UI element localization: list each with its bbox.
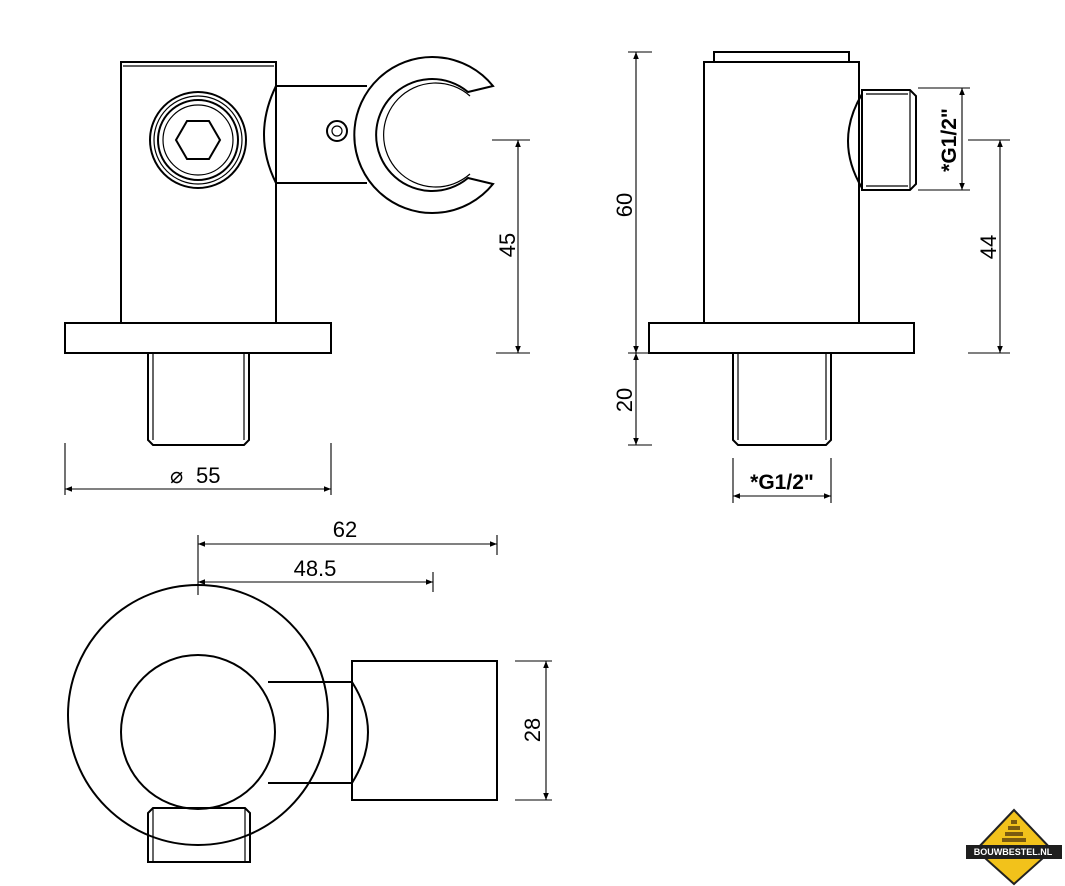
height-60-label: 60 <box>612 193 637 217</box>
diameter-label: 55 <box>196 463 220 488</box>
bouwbestel-logo: BOUWBESTEL.NL <box>966 808 1062 886</box>
outlet-thread <box>861 89 917 191</box>
height-45-label: 45 <box>495 233 520 257</box>
width-28-label: 28 <box>520 718 545 742</box>
base-plate-outline <box>67 584 329 846</box>
svg-text:BOUWBESTEL.NL: BOUWBESTEL.NL <box>974 847 1053 857</box>
length-62-label: 62 <box>333 517 357 542</box>
inlet-thread-label: *G1/2" <box>750 471 814 494</box>
holder-arm <box>263 85 367 184</box>
threaded-stem <box>147 353 250 446</box>
base-plate <box>648 322 915 354</box>
clip-outline <box>351 660 498 801</box>
set-screw <box>326 120 348 142</box>
side-view: 60 20 *G1/2" 44 *G1/2" <box>612 51 1010 503</box>
hex-plug <box>149 91 247 189</box>
outlet-thread <box>147 807 251 863</box>
height-20-label: 20 <box>612 388 637 412</box>
diameter-symbol: ⌀ <box>170 463 183 488</box>
arm-connector <box>268 681 369 784</box>
body-outline <box>120 654 276 810</box>
length-48-5-label: 48.5 <box>294 556 337 581</box>
base-plate <box>64 322 332 354</box>
body <box>120 61 277 324</box>
top-view: 62 48.5 28 <box>67 517 552 863</box>
front-view: ⌀ 55 45 <box>64 56 530 495</box>
body <box>703 61 860 324</box>
hex-socket-icon <box>174 120 222 160</box>
height-44-label: 44 <box>976 235 1001 259</box>
outlet-thread-label: *G1/2" <box>938 108 961 172</box>
hand-shower-clip <box>353 56 495 214</box>
threaded-stem <box>732 353 832 446</box>
